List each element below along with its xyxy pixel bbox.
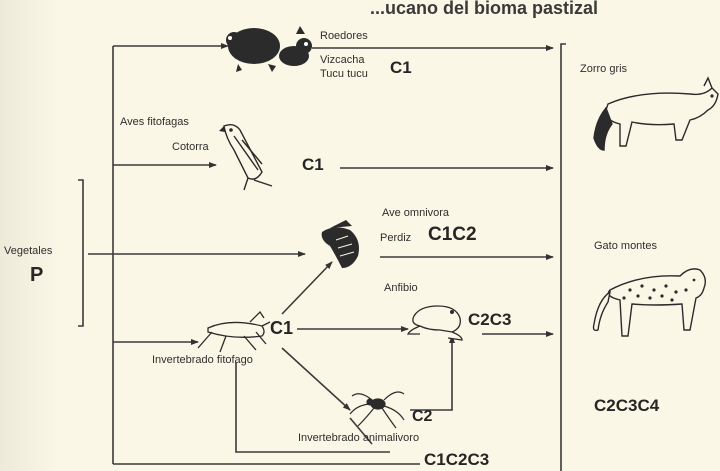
- predator-invertebrate-label: Invertebrado animalivoro: [298, 432, 419, 444]
- rodents-level: C1: [390, 58, 412, 78]
- amphibian-title: Anfibio: [384, 282, 418, 294]
- rodents-line1: Vizcacha: [320, 54, 364, 66]
- bottom-level: C1C2C3: [424, 450, 489, 470]
- omnivore-title: Ave omnivora: [382, 207, 449, 219]
- amphibian-level: C2C3: [468, 310, 511, 330]
- wildcat-label: Gato montes: [594, 240, 657, 252]
- birds-level: C1: [302, 155, 324, 175]
- birds-name: Cotorra: [172, 141, 209, 153]
- birds-title: Aves fitofagas: [120, 116, 189, 128]
- predator-invertebrate-level: C2: [412, 408, 432, 426]
- omnivore-level: C1C2: [428, 224, 477, 246]
- top-predators-level: C2C3C4: [594, 396, 659, 416]
- rodents-line2: Tucu tucu: [320, 68, 368, 80]
- herbivore-invertebrate-label: Invertebrado fitofago: [152, 354, 253, 366]
- fox-label: Zorro gris: [580, 63, 627, 75]
- producer-symbol: P: [30, 264, 43, 287]
- herbivore-invertebrate-level: C1: [270, 318, 293, 339]
- omnivore-name: Perdiz: [380, 232, 411, 244]
- producer-label: Vegetales: [4, 245, 52, 257]
- rodents-title: Roedores: [320, 30, 368, 42]
